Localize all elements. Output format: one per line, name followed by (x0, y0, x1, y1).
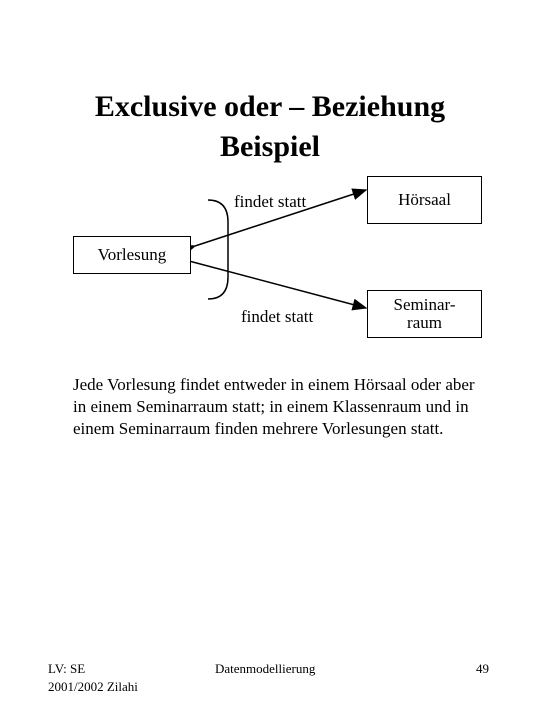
entity-hoersaal-label: Hörsaal (398, 190, 451, 209)
footer-course-line1: LV: SE (48, 661, 86, 676)
entity-vorlesung: Vorlesung (73, 236, 191, 274)
entity-seminarraum-label-line2: raum (407, 313, 442, 332)
footer-subject: Datenmodellierung (215, 661, 316, 676)
relation-line-seminarraum (174, 251, 368, 311)
slide-title-line2: Beispiel (219, 130, 320, 163)
entity-seminarraum: Seminar- raum (367, 290, 482, 338)
footer-course: LV: SE 2001/2002 Zilahi (48, 660, 138, 696)
page-number: 49 (476, 661, 489, 676)
relation-label-bottom: findet statt (241, 307, 314, 326)
entity-vorlesung-label: Vorlesung (97, 245, 167, 264)
entity-seminarraum-label-line1: Seminar- (393, 295, 456, 314)
footer-course-line2: 2001/2002 Zilahi (48, 679, 138, 694)
slide-title-line1: Exclusive oder – Beziehung (94, 90, 446, 123)
body-paragraph: Jede Vorlesung findet entweder in einem … (73, 375, 475, 438)
xor-bracket (207, 199, 229, 300)
entity-hoersaal: Hörsaal (367, 176, 482, 224)
relation-label-top: findet statt (234, 192, 307, 211)
relation-line-hoersaal (180, 188, 368, 256)
